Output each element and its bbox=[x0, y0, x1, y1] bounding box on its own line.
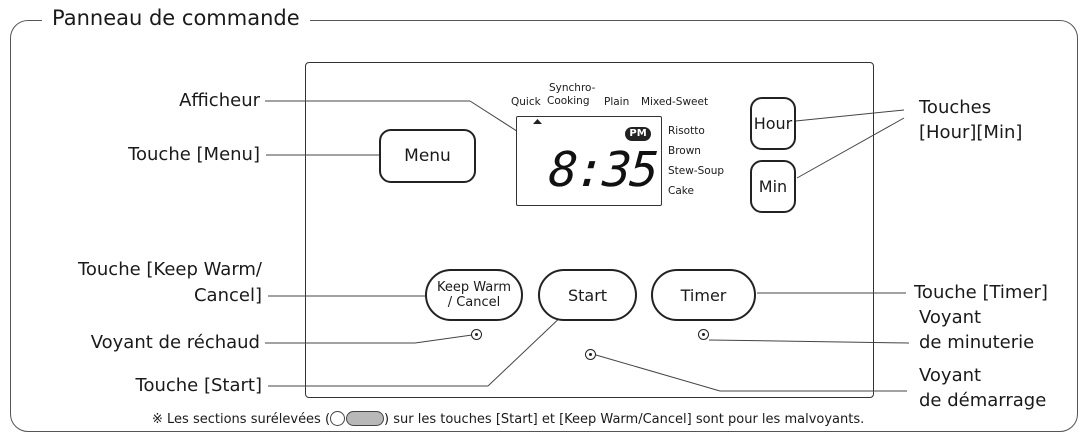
menu-label-risotto: Risotto bbox=[668, 125, 705, 137]
keep-warm-label-line2: / Cancel bbox=[447, 295, 501, 310]
menu-label-stew-soup: Stew-Soup bbox=[668, 165, 725, 177]
hour-min-keys-callout-line2: [Hour][Min] bbox=[919, 122, 1023, 143]
menu-label-mixed-sweet: Mixed-Sweet bbox=[641, 96, 709, 108]
timer-key-callout: Touche [Timer] bbox=[914, 282, 1048, 303]
pm-indicator: PM bbox=[625, 127, 651, 141]
menu-label-synchro-line2: Cooking bbox=[547, 95, 590, 107]
display-graphics bbox=[533, 119, 542, 124]
start-lamp-callout-line2: de démarrage bbox=[919, 390, 1047, 411]
warm-indicator-lamp bbox=[471, 329, 482, 340]
timer-indicator-lamp bbox=[698, 329, 709, 340]
min-button[interactable]: Min bbox=[750, 160, 796, 213]
timer-lamp-callout-line2: de minuterie bbox=[919, 332, 1035, 353]
start-indicator-lamp bbox=[585, 349, 596, 360]
keep-warm-cancel-button[interactable]: Keep Warm / Cancel bbox=[425, 269, 523, 321]
display-time: 8:35 bbox=[547, 142, 659, 198]
keep-warm-key-callout-line2: Cancel] bbox=[193, 285, 262, 306]
raised-bar-icon bbox=[346, 411, 385, 426]
start-lamp-callout-line1: Voyant bbox=[919, 365, 982, 386]
hour-button[interactable]: Hour bbox=[750, 97, 796, 150]
control-panel-frame bbox=[10, 20, 1078, 432]
menu-label-synchro-line1: Synchro- bbox=[549, 82, 596, 94]
menu-indicator-arrow-icon bbox=[533, 119, 542, 124]
warm-lamp-callout: Voyant de réchaud bbox=[90, 332, 260, 353]
menu-button[interactable]: Menu bbox=[379, 129, 476, 183]
footnote-text-after: ) sur les touches [Start] et [Keep Warm/… bbox=[384, 412, 865, 427]
frame-title: Panneau de commande bbox=[42, 4, 310, 32]
keep-warm-key-callout-line1: Touche [Keep Warm/ bbox=[77, 259, 262, 280]
footnote-text-before: Les sections surélevées ( bbox=[167, 412, 331, 427]
raised-dot-icon bbox=[330, 411, 346, 426]
keep-warm-label-line1: Keep Warm bbox=[436, 280, 512, 295]
start-key-callout: Touche [Start] bbox=[135, 375, 262, 396]
timer-lamp-callout-line1: Voyant bbox=[919, 307, 982, 328]
start-button[interactable]: Start bbox=[538, 269, 637, 321]
timer-button[interactable]: Timer bbox=[651, 269, 756, 321]
menu-label-plain: Plain bbox=[604, 96, 630, 108]
control-panel bbox=[305, 62, 874, 398]
menu-key-callout: Touche [Menu] bbox=[128, 144, 260, 165]
hour-min-keys-callout-line1: Touches bbox=[919, 97, 992, 118]
footnote-mark: ※ bbox=[152, 412, 163, 427]
menu-label-quick: Quick bbox=[511, 96, 541, 108]
menu-label-cake: Cake bbox=[668, 185, 694, 197]
lcd-display: PM 8:35 bbox=[516, 116, 662, 206]
footnote: ※ Les sections surélevées ( ) sur les tou… bbox=[152, 411, 864, 429]
menu-label-brown: Brown bbox=[668, 145, 701, 157]
display-callout: Afficheur bbox=[179, 90, 260, 111]
